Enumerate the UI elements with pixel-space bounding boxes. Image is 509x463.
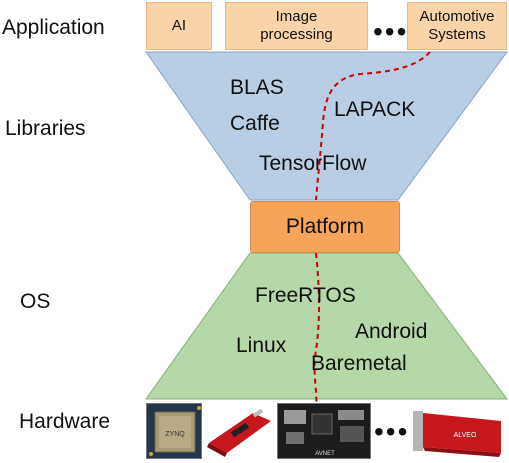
- libraries-trapezoid: [145, 51, 508, 201]
- lib-lapack: LAPACK: [334, 98, 416, 121]
- os-android: Android: [355, 320, 428, 343]
- execution-path: [313, 51, 431, 411]
- os-baremetal: Baremetal: [311, 352, 407, 375]
- hw-avnet-board-image: AVNET: [277, 403, 371, 459]
- layer-label-application: Application: [2, 16, 105, 39]
- card-label: ALVEO: [454, 432, 477, 439]
- hw-zynq-chip-image: ZYNQ: [146, 403, 202, 459]
- layer-label-libraries: Libraries: [5, 117, 86, 140]
- app-image-processing: Image processing: [225, 2, 368, 50]
- layer-label-hardware: Hardware: [19, 410, 111, 433]
- lib-caffe: Caffe: [230, 112, 280, 135]
- app-automotive-systems: Automotive Systems: [407, 2, 507, 50]
- lib-blas: BLAS: [230, 76, 284, 99]
- platform-box: Platform: [250, 201, 400, 253]
- lib-tensorflow: TensorFlow: [259, 152, 367, 175]
- os-trapezoid: [145, 252, 508, 400]
- app-ellipsis: •••: [373, 16, 409, 47]
- app-ai: AI: [146, 2, 212, 50]
- hw-red-card-image: [203, 403, 276, 459]
- os-freertos: FreeRTOS: [255, 284, 356, 307]
- hw-alveo-card-image: ALVEO: [407, 403, 507, 459]
- layer-label-os: OS: [20, 290, 51, 313]
- hw-ellipsis: •••: [374, 416, 410, 447]
- board-label: AVNET: [315, 451, 335, 457]
- os-linux: Linux: [236, 334, 287, 357]
- chip-label: ZYNQ: [165, 431, 185, 438]
